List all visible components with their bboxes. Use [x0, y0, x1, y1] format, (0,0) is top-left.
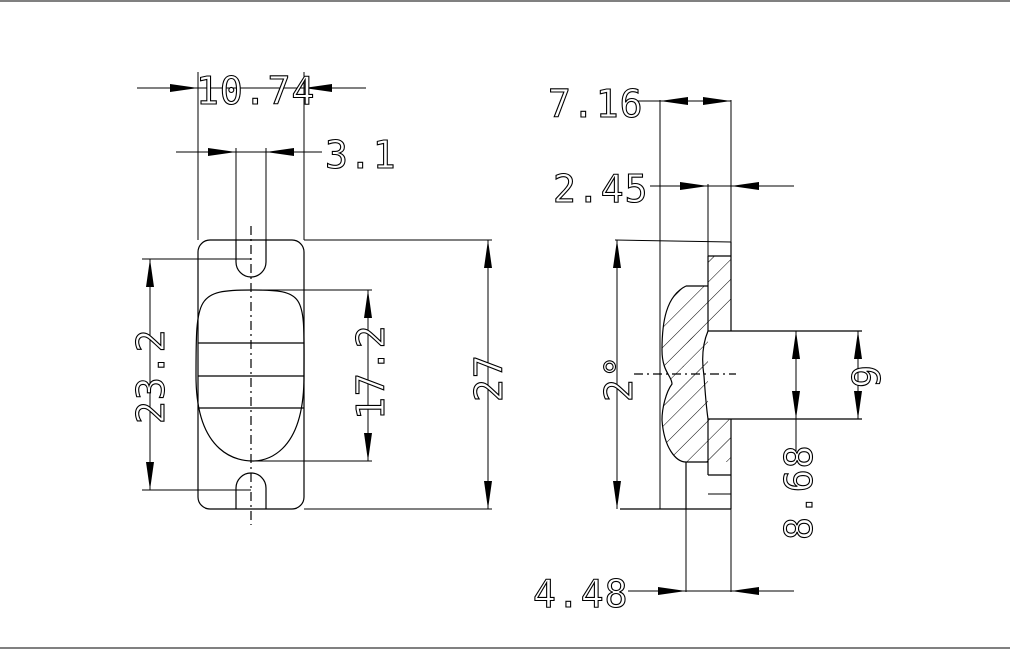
- dim-label-232: 23.2: [129, 328, 173, 424]
- arrow-1074-right: [304, 84, 332, 92]
- arrow-9-bottom: [854, 391, 862, 419]
- top-mounting-slot: [235, 240, 267, 278]
- dim-label-716: 7.16: [548, 82, 644, 126]
- arrow-2deg-top: [613, 240, 621, 268]
- arrow-31-left: [208, 148, 236, 156]
- dim-label-868: 8.68: [777, 444, 821, 540]
- arrow-232-top: [146, 259, 154, 287]
- arrow-716-right: [703, 97, 731, 105]
- arrow-448-right: [731, 587, 759, 595]
- arrow-172-bottom: [364, 433, 372, 461]
- section-hatch-left: [662, 286, 708, 462]
- arrow-27-top: [484, 240, 492, 268]
- arrow-1074-left: [170, 84, 198, 92]
- dim-label-27: 27: [467, 354, 511, 402]
- arrow-2deg-bottom: [613, 481, 621, 509]
- arrow-31-right: [266, 148, 294, 156]
- front-view: 10.74 3.1 23.2 17.2 27: [128, 68, 512, 525]
- dim-label-2deg: 2°: [597, 354, 641, 402]
- dim-label-31: 3.1: [325, 133, 397, 177]
- section-hatch-right: [682, 256, 731, 462]
- curved-face-outline: [661, 285, 687, 463]
- dim-label-1074: 10.74: [196, 69, 315, 113]
- arrow-9-top: [854, 331, 862, 359]
- arrow-232-bottom: [146, 462, 154, 490]
- arrow-245-right: [731, 182, 759, 190]
- dim-label-448: 4.48: [533, 572, 629, 616]
- dim-label-172: 17.2: [349, 324, 393, 420]
- arrow-27-bottom: [484, 481, 492, 509]
- arrow-448-left: [658, 587, 686, 595]
- side-view: 7.16 2.45 2° 9 8.68 4.48: [532, 81, 889, 616]
- ext-top-curve: [614, 239, 732, 243]
- arrow-716-left: [660, 97, 688, 105]
- dim-label-9: 9: [845, 364, 889, 388]
- dim-label-245: 2.45: [553, 167, 649, 211]
- arrow-172-top: [364, 290, 372, 318]
- boss-inner-curve: [702, 330, 709, 420]
- arrow-868-top: [792, 331, 800, 359]
- arrow-245-left: [680, 182, 708, 190]
- arrow-868-bottom: [792, 391, 800, 419]
